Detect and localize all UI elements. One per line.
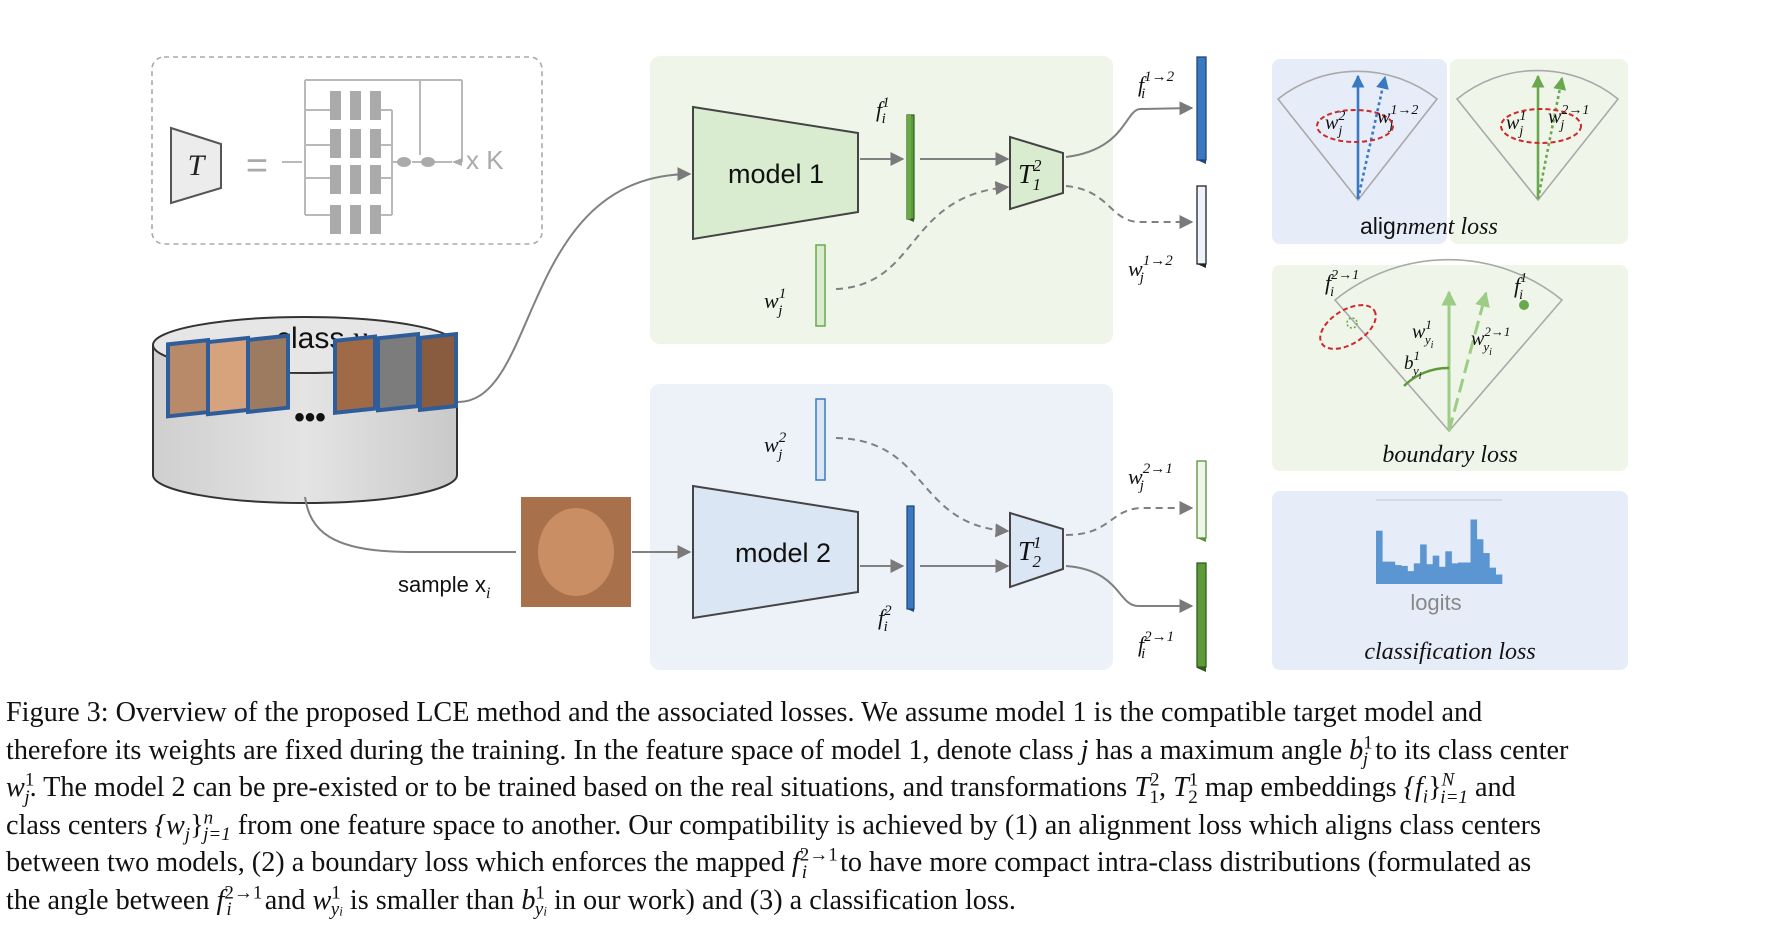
model1-label: model 1 xyxy=(728,159,824,189)
model2-trapezoid xyxy=(692,484,859,620)
caption-line-6: the angle between f2→1i and w1yi is smal… xyxy=(6,882,1016,921)
equals-sign: = xyxy=(246,145,268,187)
logit-bar xyxy=(1388,561,1396,584)
logits-label: logits xyxy=(1410,590,1461,615)
ellipsis: ••• xyxy=(294,401,326,434)
alignment-left-panel xyxy=(1272,59,1447,244)
alignment-loss-caption: alignment loss xyxy=(1360,213,1498,240)
logit-bar xyxy=(1457,562,1465,584)
repeat-k-label: x K xyxy=(466,145,504,175)
model1-trapezoid xyxy=(692,105,859,241)
logit-bar xyxy=(1464,562,1471,584)
sample-label: sample xi xyxy=(398,572,491,602)
classification-loss-caption: classification loss xyxy=(1364,639,1535,665)
residual-block-diagram xyxy=(282,79,463,216)
sample-face-shape xyxy=(538,508,614,596)
output-w12-bar xyxy=(1196,185,1207,268)
model2-feature-bar xyxy=(906,505,915,612)
transform-t12 xyxy=(1009,135,1064,211)
logit-bar xyxy=(1451,563,1459,584)
logit-bar xyxy=(1394,565,1402,584)
face-image-cards xyxy=(166,331,458,419)
output-f21-bar xyxy=(1196,562,1207,672)
caption-line-4: class centers {wj}nj=1 from one feature … xyxy=(6,807,1542,846)
layer-blocks xyxy=(330,91,435,234)
logits-histogram xyxy=(1376,519,1503,584)
logit-bar xyxy=(1489,567,1496,584)
model1-feature-bar xyxy=(906,114,915,222)
logit-bar xyxy=(1483,553,1490,584)
caption-line-2: therefore its weights are fixed during t… xyxy=(6,732,1569,771)
logit-bar xyxy=(1432,555,1440,584)
logit-bar xyxy=(1376,530,1383,584)
transform-symbol: T xyxy=(188,149,207,182)
logit-bar xyxy=(1420,544,1427,584)
caption-line-1: Figure 3: Overview of the proposed LCE m… xyxy=(6,697,1483,728)
logit-bar xyxy=(1439,566,1446,584)
transform-t21 xyxy=(1009,511,1064,589)
model2-label: model 2 xyxy=(735,538,831,568)
logit-bar xyxy=(1407,571,1415,584)
flow-arrows xyxy=(304,101,1194,613)
model1-weight-bar xyxy=(815,244,826,327)
logit-bar xyxy=(1426,564,1433,584)
boundary-loss-caption: boundary loss xyxy=(1382,442,1517,468)
logit-bar xyxy=(1382,561,1389,584)
method-figure: T = xyxy=(151,56,1628,672)
model2-weight-bar xyxy=(815,398,826,481)
output-w21-bar xyxy=(1196,460,1207,542)
caption-line-5: between two models, (2) a boundary loss … xyxy=(6,844,1532,883)
logit-bar xyxy=(1401,565,1408,584)
output-f12-bar xyxy=(1196,56,1207,164)
transform-legend-box: T = xyxy=(151,56,543,245)
dataset-cylinder: class yi ••• xyxy=(152,316,458,504)
logit-bar xyxy=(1445,551,1452,584)
logit-bar xyxy=(1470,519,1478,584)
dashed-arrows xyxy=(835,181,1194,538)
figure-caption: Figure 3: Overview of the proposed LCE m… xyxy=(6,694,1776,919)
caption-line-3: w1j. The model 2 can be pre-existed or t… xyxy=(6,769,1516,808)
logit-bar xyxy=(1476,539,1484,584)
transform-icon xyxy=(170,126,222,205)
logit-bar xyxy=(1495,574,1503,584)
logit-bar xyxy=(1413,563,1421,584)
